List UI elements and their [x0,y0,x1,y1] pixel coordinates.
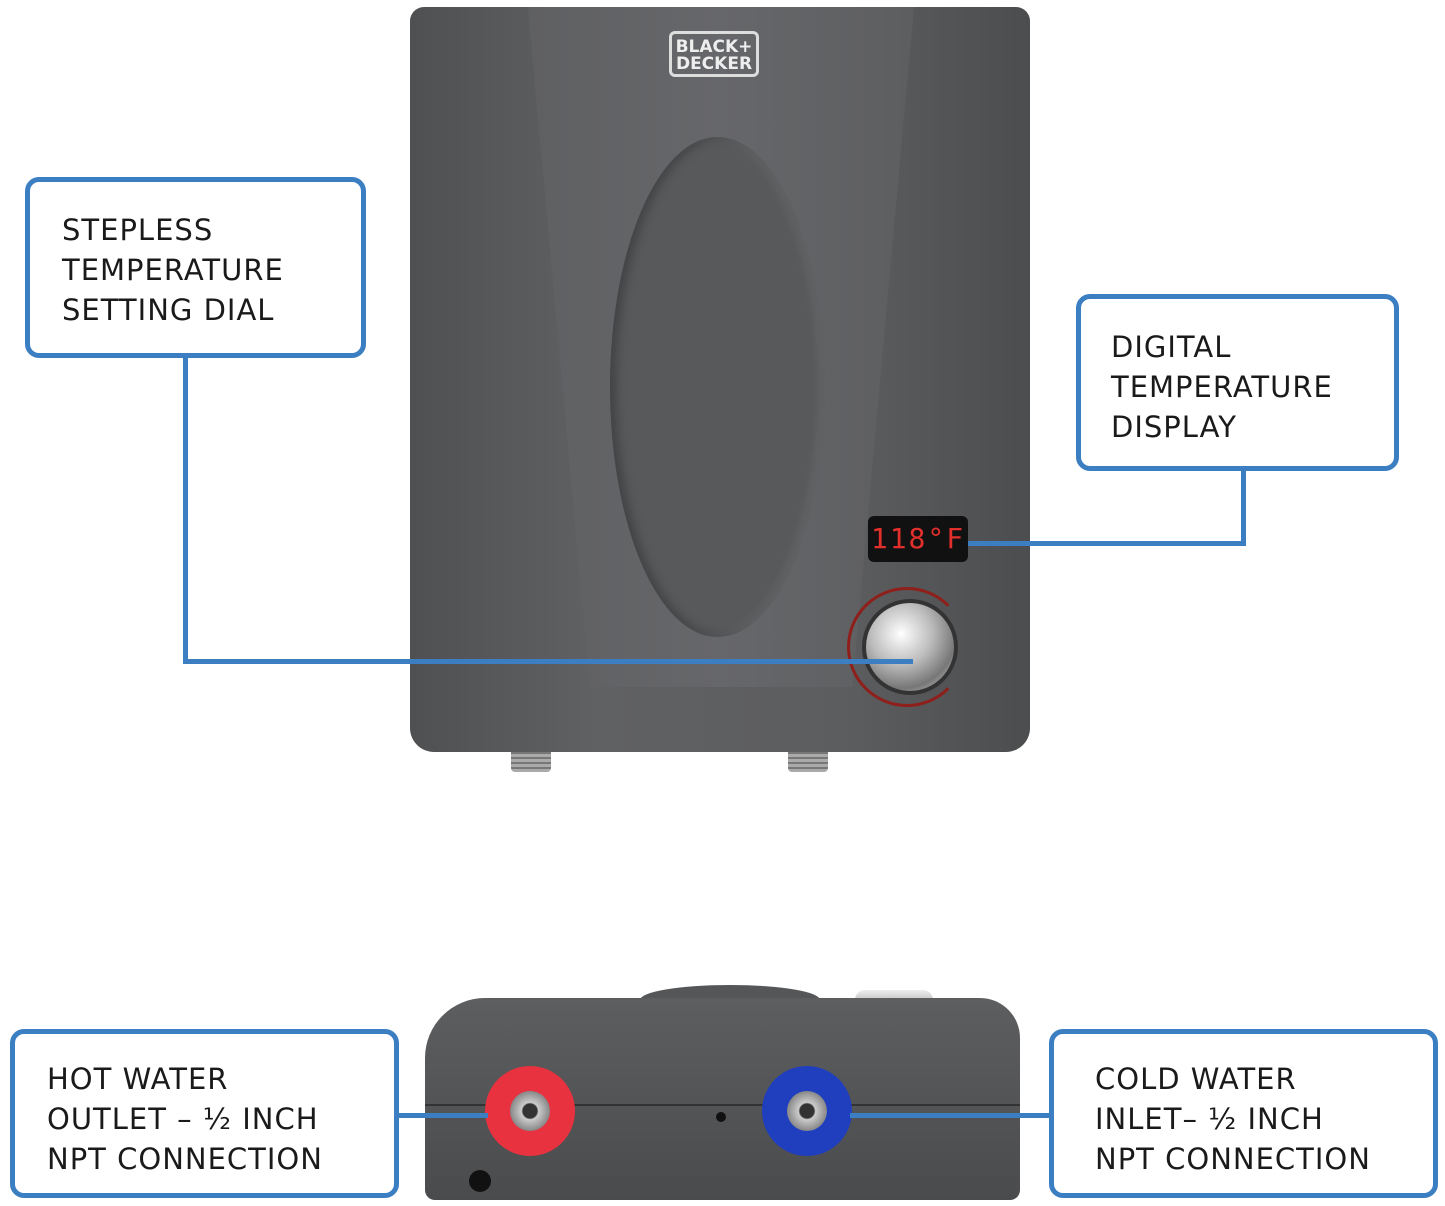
display-connector-vertical [1241,468,1246,546]
temperature-display: 118°F [868,516,968,562]
display-connector-horizontal [968,541,1246,546]
cold-water-port [762,1066,852,1156]
drain-hole [469,1170,491,1192]
brand-logo: BLACK+ DECKER [669,31,759,77]
pipe-fitting-right [788,752,828,772]
dial-connector-horizontal [183,659,913,664]
seam-line [425,1104,1020,1106]
callout-display: DIGITAL TEMPERATURE DISPLAY [1076,294,1399,471]
dial-arrow-ring [847,587,967,707]
cold-connector [850,1113,1052,1118]
water-heater-front: BLACK+ DECKER 118°F [410,7,1030,752]
small-hole [716,1112,726,1122]
dial-connector-vertical [183,355,188,664]
hot-connector [396,1113,488,1118]
callout-dial: STEPLESS TEMPERATURE SETTING DIAL [25,177,366,358]
front-oval-emboss [610,137,825,637]
hot-water-port [485,1066,575,1156]
callout-cold-inlet: COLD WATER INLET– ½ INCH NPT CONNECTION [1049,1029,1438,1198]
callout-hot-outlet: HOT WATER OUTLET – ½ INCH NPT CONNECTION [10,1029,399,1198]
temperature-dial [862,599,958,695]
pipe-fitting-left [511,752,551,772]
